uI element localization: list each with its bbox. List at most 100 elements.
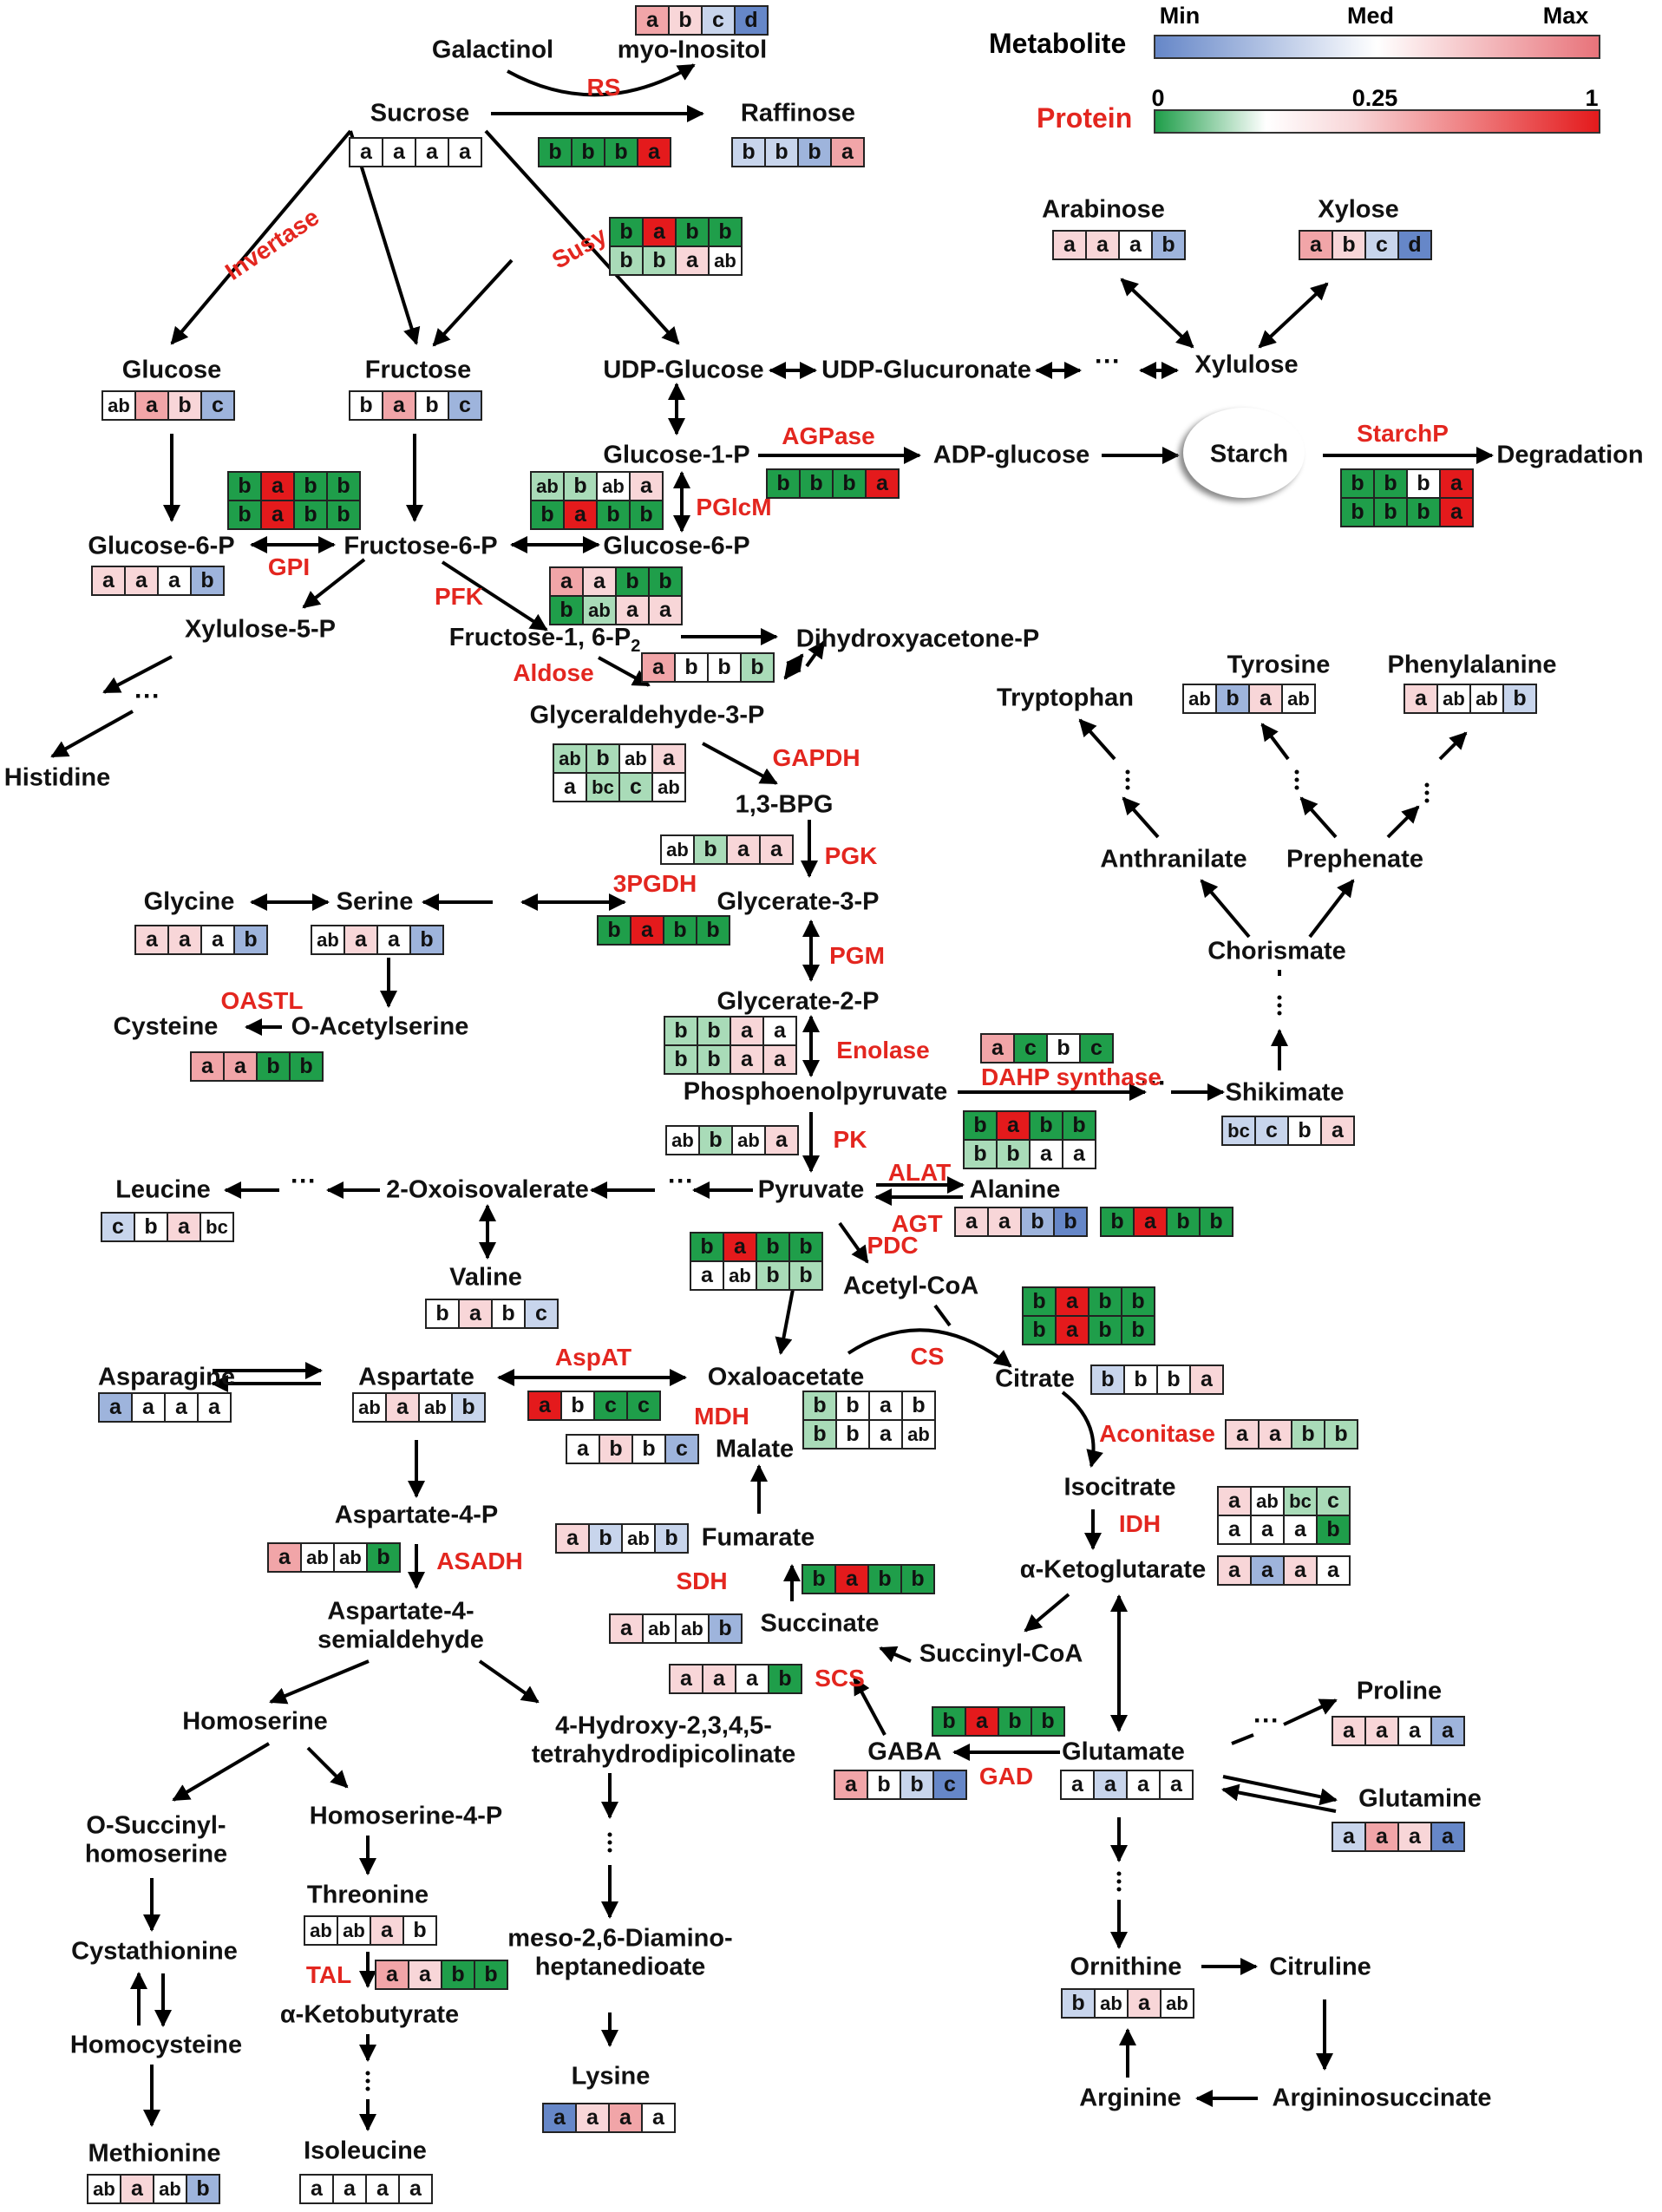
metabolite-udp-glucose: UDP-Glucose — [603, 356, 764, 384]
heat-cell: b — [326, 500, 361, 530]
heat-cell: a — [1217, 1515, 1252, 1545]
heat-cell: b — [1502, 684, 1537, 714]
heat-cell: a — [382, 390, 416, 421]
metabolite-methionine: Methionine — [88, 2139, 221, 2168]
heat-cell: a — [197, 1392, 232, 1423]
heat-cell: a — [120, 2174, 154, 2204]
metabolite-lysine: Lysine — [571, 2062, 651, 2091]
heat-cell: a — [723, 1232, 757, 1262]
metabolite-tryptophan: Tryptophan — [997, 684, 1134, 712]
heat-cell: a — [1127, 1988, 1161, 2019]
pathway-arrow — [1386, 805, 1420, 839]
heat-cell: b — [1123, 1365, 1158, 1395]
heat-cell: a — [408, 1960, 442, 1990]
metabolite-aspartate: Aspartate — [358, 1363, 474, 1391]
heat-cell: ab — [1094, 1988, 1129, 2019]
pathway-arrow — [783, 653, 804, 680]
pathway-arrow — [441, 560, 548, 632]
ellipsis-mark — [1125, 785, 1130, 790]
metabolite-histidine: Histidine — [3, 763, 111, 792]
metabolite-phenylalanine: Phenylalanine — [1387, 651, 1557, 679]
heat-cell: b — [615, 566, 650, 597]
heat-cell: b — [563, 471, 598, 501]
heat-cell: a — [1397, 1822, 1432, 1852]
ellipsis-mark — [365, 2071, 370, 2076]
heat-cell: c — [1079, 1033, 1114, 1063]
heat-cell: a — [702, 1664, 736, 1694]
heat-cell: b — [631, 1434, 666, 1464]
heat-cell: a — [1332, 1822, 1366, 1852]
heat-cell: ab — [352, 1392, 387, 1423]
heat-cell: b — [1046, 1033, 1081, 1063]
starch-node — [1183, 408, 1305, 498]
heat-cell: a — [730, 1044, 764, 1075]
metabolite-asparagine: Asparagine — [98, 1363, 235, 1391]
heat-cell: a — [980, 1033, 1015, 1063]
heat-cell: a — [1430, 1716, 1465, 1746]
heat-cell: ab — [101, 390, 136, 421]
heat-cell: a — [458, 1299, 493, 1329]
ellipsis-mark: ··· — [291, 1167, 317, 1195]
heat-cell: a — [629, 471, 664, 501]
heat-cell: c — [701, 5, 736, 36]
heat-cell: a — [1332, 1716, 1366, 1746]
heat-cell: b — [835, 1419, 870, 1450]
ellipsis-mark — [1277, 995, 1282, 1000]
heat-cell: b — [648, 566, 683, 597]
heat-cell: a — [566, 1434, 600, 1464]
heat-cell: a — [260, 500, 295, 530]
heat-cell: b — [1062, 1110, 1096, 1141]
heat-cell: b — [756, 1232, 790, 1262]
heat-cell: ab — [1250, 1486, 1285, 1516]
pathway-arrow — [702, 742, 778, 785]
ellipsis-mark — [1294, 777, 1299, 782]
metabolite-scale-min: Min — [1159, 3, 1201, 29]
heat-cell: a — [1217, 1486, 1252, 1516]
heat-cell: a — [1430, 1822, 1465, 1852]
enzyme-agt: AGT — [891, 1210, 943, 1237]
enzyme-starchp: StarchP — [1357, 420, 1449, 447]
heat-cell: a — [167, 925, 202, 955]
heat-cell: ab — [651, 772, 686, 802]
heat-cell: a — [1283, 1515, 1318, 1545]
pathway-arrow — [838, 1221, 869, 1264]
heat-cell: a — [690, 1260, 724, 1291]
heat-cell: b — [664, 1016, 698, 1046]
ellipsis-mark: ··· — [134, 682, 160, 710]
heat-cell: b — [707, 652, 742, 683]
heat-cell: b — [788, 1232, 823, 1262]
heat-cell: d — [734, 5, 769, 36]
pathway-arrow — [1308, 879, 1355, 939]
heat-cell: ab — [618, 743, 653, 774]
pathway-arrow — [302, 558, 366, 609]
heat-cell: a — [642, 217, 677, 247]
heat-cell: a — [1055, 1315, 1089, 1345]
heat-cell: a — [1364, 1716, 1399, 1746]
heat-cell: a — [635, 5, 670, 36]
heat-cell: a — [1397, 1716, 1432, 1746]
heat-cell: a — [1225, 1419, 1260, 1450]
heat-cell: a — [1126, 1770, 1161, 1800]
protein-scale-025: 0.25 — [1351, 85, 1398, 111]
metabolite-glycerate-3-p: Glycerate-3-P — [716, 887, 880, 916]
heat-cell: a — [954, 1207, 989, 1237]
heat-cell: b — [696, 915, 730, 946]
heat-cell: bc — [1221, 1116, 1256, 1146]
heat-cell: a — [1159, 1770, 1194, 1800]
heat-cell: a — [1250, 1555, 1285, 1586]
ellipsis-mark: ··· — [1095, 347, 1121, 376]
metabolite-citrate: Citrate — [995, 1365, 1075, 1393]
metabolite-glucose-1-p: Glucose-1-P — [603, 441, 750, 469]
metabolite-xylose: Xylose — [1318, 195, 1399, 224]
heat-cell: b — [409, 925, 444, 955]
